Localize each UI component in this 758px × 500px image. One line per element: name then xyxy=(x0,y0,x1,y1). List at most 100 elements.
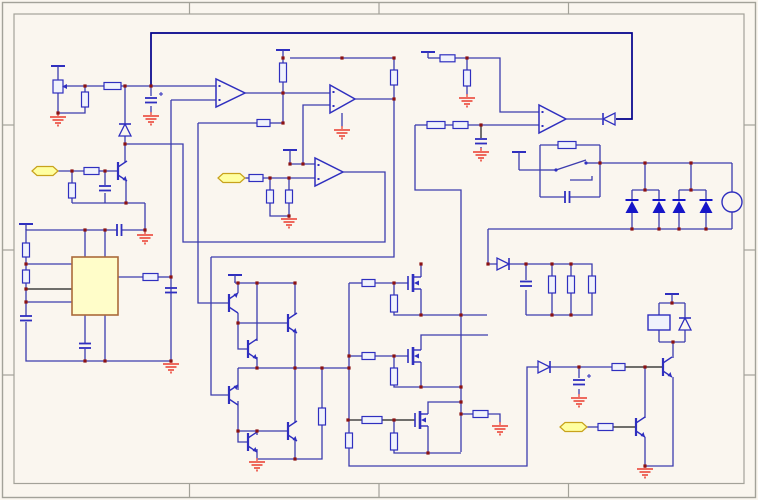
potentiometer[interactable] xyxy=(52,79,64,94)
resistor[interactable] xyxy=(361,278,376,288)
led-diode[interactable] xyxy=(625,201,639,213)
transistor[interactable] xyxy=(117,160,128,168)
resistor[interactable] xyxy=(80,91,90,108)
resistor[interactable] xyxy=(344,432,354,449)
wire[interactable] xyxy=(211,85,395,258)
resistor[interactable] xyxy=(547,275,557,294)
opamp[interactable] xyxy=(538,103,568,135)
diode[interactable] xyxy=(117,122,133,137)
resistor[interactable] xyxy=(265,189,275,204)
wire[interactable] xyxy=(348,366,538,467)
junction-dot xyxy=(347,354,351,358)
transistor[interactable] xyxy=(247,431,258,439)
opamp-input-mark xyxy=(332,91,335,93)
resistor[interactable] xyxy=(256,118,271,128)
wire[interactable] xyxy=(269,203,289,217)
led-diode[interactable] xyxy=(652,201,666,213)
resistor[interactable] xyxy=(389,294,399,313)
diode[interactable] xyxy=(601,111,616,127)
junction-dot xyxy=(598,161,602,165)
junction-dot xyxy=(124,201,128,205)
wire[interactable] xyxy=(393,450,461,454)
opamp[interactable] xyxy=(215,77,247,109)
wire[interactable] xyxy=(555,159,587,171)
resistor[interactable] xyxy=(611,362,626,372)
motor[interactable] xyxy=(721,191,743,213)
wire-bus[interactable] xyxy=(150,32,633,120)
wire[interactable] xyxy=(125,143,386,243)
junction-dot xyxy=(288,162,292,166)
wire[interactable] xyxy=(393,312,487,316)
wire[interactable] xyxy=(237,313,248,350)
ic-block[interactable] xyxy=(71,256,119,316)
resistor[interactable] xyxy=(557,140,577,150)
resistor[interactable] xyxy=(452,120,469,130)
transistor[interactable] xyxy=(635,416,646,424)
wire[interactable] xyxy=(414,125,462,452)
net-label[interactable] xyxy=(217,172,246,184)
resistor[interactable] xyxy=(21,242,31,258)
diode[interactable] xyxy=(677,316,693,331)
transistor[interactable] xyxy=(228,398,239,406)
relay-coil[interactable] xyxy=(647,314,671,331)
junction-dot xyxy=(569,313,573,317)
transistor-emitter-arrow xyxy=(122,176,127,181)
wire[interactable] xyxy=(427,401,461,414)
transistor[interactable] xyxy=(287,420,298,428)
wire[interactable] xyxy=(455,57,539,113)
resistor[interactable] xyxy=(389,432,399,451)
wire[interactable] xyxy=(393,385,461,388)
resistor[interactable] xyxy=(83,166,100,176)
opamp[interactable] xyxy=(329,83,357,115)
resistor[interactable] xyxy=(426,120,446,130)
diode[interactable] xyxy=(496,256,511,272)
transistor[interactable] xyxy=(228,306,239,314)
resistor[interactable] xyxy=(587,275,597,294)
resistor[interactable] xyxy=(284,189,294,204)
resistor[interactable] xyxy=(103,81,122,91)
resistor[interactable] xyxy=(361,415,383,425)
junction-dot xyxy=(24,262,28,266)
junction-dot xyxy=(479,123,483,127)
junction-dot xyxy=(103,228,107,232)
wire[interactable] xyxy=(420,334,488,350)
net-label[interactable] xyxy=(559,421,588,433)
resistor[interactable] xyxy=(142,272,159,282)
resistor[interactable] xyxy=(21,269,31,284)
wire[interactable] xyxy=(570,176,593,181)
wire[interactable] xyxy=(509,263,593,276)
wire[interactable] xyxy=(644,377,674,467)
wire[interactable] xyxy=(25,322,171,362)
junction-dot xyxy=(704,227,708,231)
resistor[interactable] xyxy=(67,182,77,199)
resistor[interactable] xyxy=(439,54,456,63)
resistor[interactable] xyxy=(389,69,399,86)
resistor[interactable] xyxy=(389,367,399,386)
wire[interactable] xyxy=(197,123,229,304)
wire[interactable] xyxy=(237,401,248,443)
wire[interactable] xyxy=(58,107,86,114)
transistor[interactable] xyxy=(247,338,258,346)
resistor[interactable] xyxy=(278,62,288,83)
transistor-emitter-arrow xyxy=(640,432,645,437)
wire[interactable] xyxy=(488,413,501,423)
diode[interactable] xyxy=(537,359,552,375)
junction-dot xyxy=(281,91,285,95)
resistor[interactable] xyxy=(597,422,614,432)
resistor[interactable] xyxy=(566,275,576,294)
net-label[interactable] xyxy=(31,165,59,177)
transistor[interactable] xyxy=(662,356,673,364)
transistor[interactable] xyxy=(287,312,298,320)
led-diode[interactable] xyxy=(672,201,686,213)
opamp[interactable] xyxy=(314,156,345,188)
resistor[interactable] xyxy=(248,173,264,183)
resistor[interactable] xyxy=(361,351,376,361)
resistor[interactable] xyxy=(472,409,489,419)
wire[interactable] xyxy=(302,104,330,164)
resistor[interactable] xyxy=(462,69,472,87)
wire[interactable] xyxy=(526,293,593,316)
wire[interactable] xyxy=(257,425,323,460)
resistor[interactable] xyxy=(317,407,327,426)
led-diode[interactable] xyxy=(699,201,713,213)
